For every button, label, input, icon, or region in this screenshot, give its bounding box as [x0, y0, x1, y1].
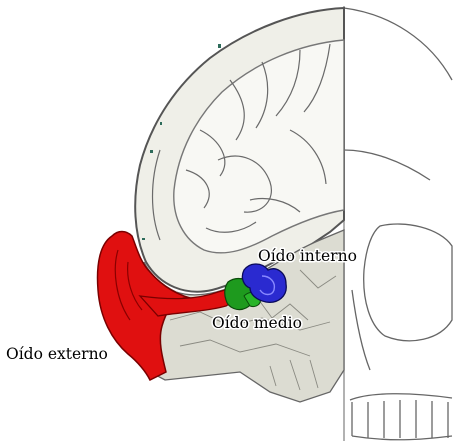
label-middle-ear: Oído medio — [212, 314, 302, 332]
label-inner-ear: Oído interno — [258, 247, 357, 265]
label-outer-ear: Oído externo — [6, 345, 108, 363]
skull-outline — [344, 6, 452, 441]
